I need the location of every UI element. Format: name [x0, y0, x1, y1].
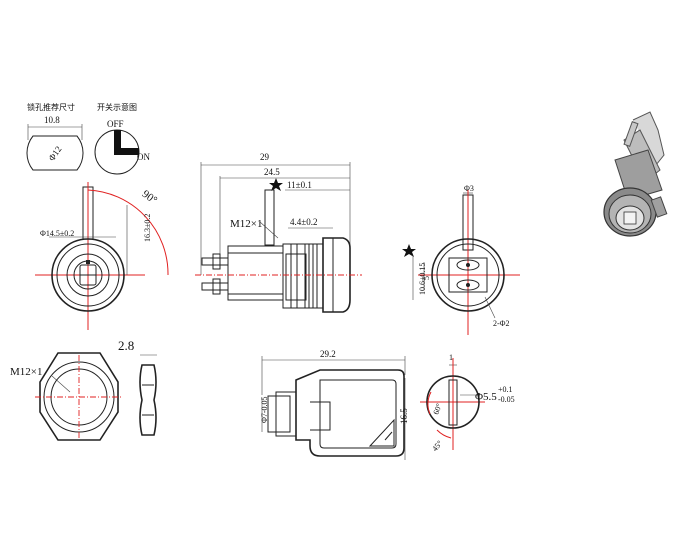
dim-60-deg: 60° [431, 402, 443, 416]
dim-phi12: Φ12 [46, 144, 63, 163]
front-view-rotation: 90° Φ14.5±0.2 16.3±0.2 [35, 182, 169, 330]
dim-10-8: 10.8 [44, 115, 60, 125]
dim-4-4: 4.4±0.2 [290, 217, 317, 227]
nut-view: M12×1 2.8 [10, 338, 157, 441]
dim-phi3: Φ3 [464, 184, 474, 193]
dim-phi14-5: Φ14.5±0.2 [40, 229, 74, 238]
critical-star-icon-2 [402, 244, 416, 257]
dim-16-3: 16.3±0.2 [143, 214, 152, 242]
hole-size-title: 锁孔推荐尺寸 [27, 102, 75, 112]
key-view: 29.2 16.5 Φ7-0.05 [260, 349, 409, 460]
dim-phi7: Φ7-0.05 [260, 396, 269, 423]
dim-2-8: 2.8 [118, 338, 134, 353]
dim-m12-side: M12×1 [230, 218, 262, 230]
rear-view: Φ3 10.6±0.15 5 2-Φ2 [402, 184, 520, 335]
switch-title: 开关示意图 [97, 102, 137, 112]
dim-tol-dn: -0.05 [498, 395, 515, 404]
dim-m12-nut: M12×1 [10, 366, 42, 378]
dim-24-5: 24.5 [264, 167, 280, 177]
dim-10-6: 10.6±0.15 [418, 263, 427, 295]
on-position-bar [114, 148, 139, 155]
dim-29: 29 [260, 152, 270, 162]
dim-29-2: 29.2 [320, 349, 336, 359]
side-view: 29 24.5 11±0.1 M12×1 4.4±0.2 [195, 152, 362, 313]
switch-diagram: 开关示意图 OFF ON [94, 102, 150, 175]
dim-90-deg: 90° [140, 188, 160, 207]
critical-star-icon [269, 178, 283, 191]
dim-11: 11±0.1 [287, 180, 312, 190]
key-section-view: 1 Φ5.5 +0.1 -0.05 60° 45° [420, 353, 515, 453]
hole-size-view: 锁孔推荐尺寸 10.8 Φ12 [26, 102, 84, 171]
dim-2-phi2: 2-Φ2 [493, 319, 510, 328]
dim-45-deg: 45° [430, 439, 444, 453]
off-position-bar [114, 130, 121, 154]
dim-1: 1 [449, 353, 453, 362]
dim-tol-up: +0.1 [498, 385, 513, 394]
dim-5: 5 [422, 276, 431, 280]
off-label: OFF [107, 119, 124, 129]
on-label: ON [137, 152, 150, 162]
isometric-render [603, 111, 668, 237]
dim-phi5-5: Φ5.5 [475, 391, 497, 403]
